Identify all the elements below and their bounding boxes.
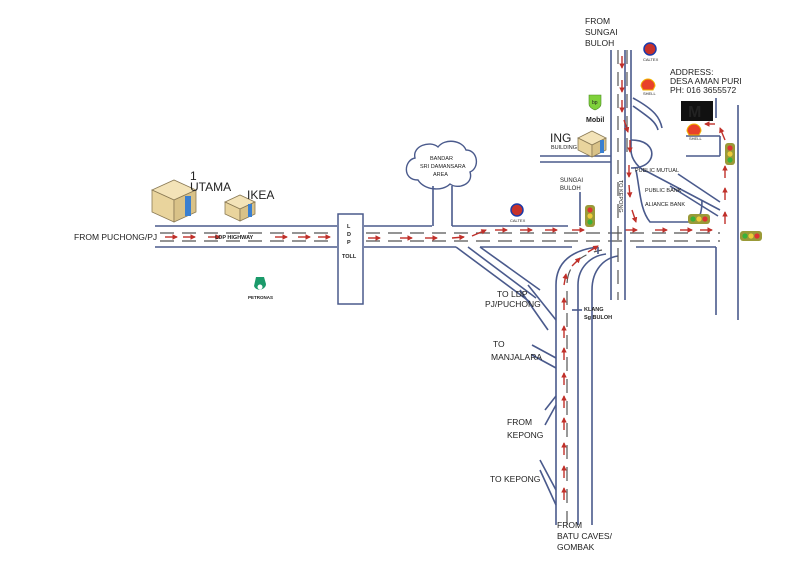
from-sungai-buloh-1: FROM xyxy=(585,16,610,26)
from-sungai-buloh-2: SUNGAI xyxy=(585,27,618,37)
mcdonalds-label: M xyxy=(688,104,701,121)
traffic-light-aliance xyxy=(688,214,710,224)
mcdonalds-logo: M xyxy=(681,101,713,121)
ikea-building: IKEA xyxy=(224,188,274,222)
toll-p: P xyxy=(347,240,351,246)
to-manjalara-2: MANJALARA xyxy=(491,352,542,362)
to-kepong-vertical: TO KEPONG xyxy=(617,180,623,213)
from-batu-2: BATU CAVES/ xyxy=(557,531,613,541)
from-puchong-label: FROM PUCHONG/PJ xyxy=(74,232,157,242)
one-utama-label-2: UTAMA xyxy=(190,180,231,194)
shell-label-top: SHELL xyxy=(643,91,656,96)
from-sungai-buloh-3: BULOH xyxy=(585,38,614,48)
ing-label: ING xyxy=(550,131,571,145)
sungai-buloh-sideroad: SUNGAI BULOH xyxy=(560,178,583,226)
sungai-buloh-label-1: SUNGAI xyxy=(560,178,583,184)
to-ldp-label-2: PJ/PUCHONG xyxy=(485,299,541,309)
bandar-label-2: SRI DAMANSARA xyxy=(420,164,466,170)
toll-d: D xyxy=(347,232,351,238)
shell-label-mcd: SHELL xyxy=(689,136,702,141)
building-icon xyxy=(151,179,197,223)
bandar-label-3: AREA xyxy=(433,172,448,178)
traffic-light-east-road xyxy=(725,143,735,165)
address-name: DESA AMAN PURI xyxy=(670,76,742,86)
caltex-label-ldp: CALTEX xyxy=(510,218,526,223)
north-south-road xyxy=(519,245,619,525)
building-icon xyxy=(577,130,607,158)
south-labels: TO LDP PJ/PUCHONG KLANG Sg BULOH TO MANJ… xyxy=(485,289,613,552)
traffic-arrows-east-road xyxy=(704,121,728,224)
sungai-buloh-road: FROM SUNGAI BULOH TO KEPONG xyxy=(540,16,721,300)
mobil-label: Mobil xyxy=(586,117,604,124)
mobil-bp-logo: bp Mobil xyxy=(586,94,604,124)
sg-buloh-label: Sg BULOH xyxy=(584,315,612,321)
from-batu-3: GOMBAK xyxy=(557,542,595,552)
from-batu-1: FROM xyxy=(557,520,582,530)
ldp-highway-label: LDP HIGHWAY xyxy=(215,235,254,241)
address-phone: PH: 016 3655572 xyxy=(670,85,736,95)
ing-building-label: BUILDING xyxy=(551,145,577,151)
ing-building: ING BUILDING xyxy=(550,130,607,158)
building-icon xyxy=(224,194,256,222)
from-kepong-2: KEPONG xyxy=(507,430,543,440)
to-ldp-label-1: TO LDP xyxy=(497,289,528,299)
slip-roads xyxy=(455,246,541,303)
ikea-label: IKEA xyxy=(247,188,274,202)
shell-logo-mcd: SHELL xyxy=(686,123,702,141)
ldp-toll-booth: L D P TOLL xyxy=(337,213,364,305)
toll-label: TOLL xyxy=(342,254,357,260)
klang-label: KLANG xyxy=(584,307,604,313)
bandar-label-1: BANDAR xyxy=(430,156,453,162)
to-manjalara-1: TO xyxy=(493,339,505,349)
one-utama-building: 1 UTAMA xyxy=(151,169,231,223)
ldp-highway: LDP HIGHWAY FROM PUCHONG/PJ xyxy=(74,225,720,248)
one-utama-label-1: 1 xyxy=(190,169,197,183)
bp-label: bp xyxy=(592,100,598,106)
toll-l: L xyxy=(347,224,351,230)
petronas-logo: PETRONAS xyxy=(248,277,273,300)
aliance-bank-label: ALIANCE BANK xyxy=(645,202,685,208)
sungai-buloh-label-2: BULOH xyxy=(560,186,581,192)
traffic-light-sungai-buloh xyxy=(585,205,595,227)
traffic-arrows-east xyxy=(165,227,713,241)
traffic-arrows-south xyxy=(619,56,638,223)
east-roads: PUBLIC MUTUAL PUBLIC BANK ALIANCE BANK xyxy=(635,98,739,320)
shell-logo-top: SHELL xyxy=(640,78,656,96)
caltex-label-top: CALTEX xyxy=(643,57,659,62)
address-heading: ADDRESS: xyxy=(670,67,713,77)
caltex-logo-ldp: CALTEX xyxy=(510,203,526,223)
caltex-logo-top: CALTEX xyxy=(643,42,659,62)
to-kepong-label: TO KEPONG xyxy=(490,474,540,484)
public-bank-label: PUBLIC BANK xyxy=(645,188,682,194)
bandar-sri-damansara-area: BANDAR SRI DAMANSARA AREA xyxy=(405,140,477,226)
traffic-arrows-north xyxy=(561,245,599,500)
from-kepong-1: FROM xyxy=(507,417,532,427)
traffic-light-far-east xyxy=(740,231,762,241)
petronas-label: PETRONAS xyxy=(248,295,273,300)
address-block: ADDRESS: DESA AMAN PURI PH: 016 3655572 xyxy=(670,67,742,95)
public-mutual-label: PUBLIC MUTUAL xyxy=(635,168,679,174)
